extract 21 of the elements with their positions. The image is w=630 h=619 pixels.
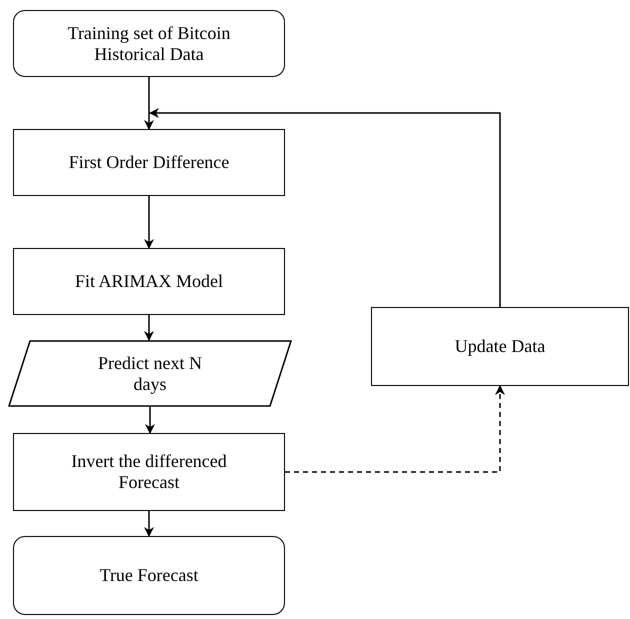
node-text: Update Data <box>454 336 546 357</box>
arrow <box>285 385 505 473</box>
arrow <box>144 77 154 130</box>
node-text: True Forecast <box>98 565 200 586</box>
arrow <box>149 108 501 307</box>
node-text: Fit ARIMAX Model <box>74 271 224 292</box>
node-text: Invert the differenced Forecast <box>70 451 228 493</box>
arrow <box>144 315 154 341</box>
terminal-box <box>13 10 285 77</box>
process-box <box>13 433 285 511</box>
process-box <box>13 129 285 196</box>
node-text: Training set of Bitcoin Historical Data <box>66 22 232 64</box>
process-box <box>371 307 629 386</box>
node-text: First Order Difference <box>68 152 230 173</box>
data-parallelogram <box>8 340 292 407</box>
node-text: Predict next N days <box>97 352 203 394</box>
terminal-box <box>13 536 285 615</box>
process-box <box>13 248 285 315</box>
arrow <box>144 511 154 537</box>
arrow <box>145 407 155 434</box>
arrow <box>144 196 154 249</box>
